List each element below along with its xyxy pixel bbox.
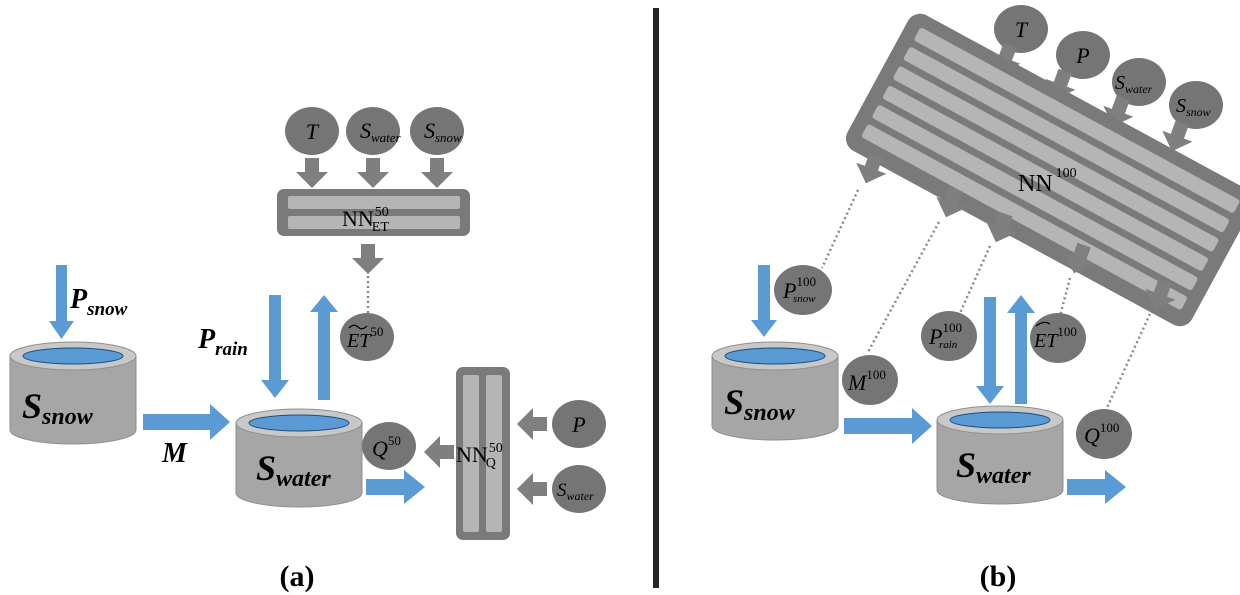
- input-arrow-icon: [421, 158, 453, 188]
- et-dotted-connector: [1058, 277, 1072, 317]
- svg-text:ET100: ET100: [1033, 324, 1077, 352]
- prain-flux-label: Prain: [197, 324, 248, 360]
- et-flux-arrow: [1007, 295, 1035, 404]
- input-arrow-icon: [296, 158, 328, 188]
- snow-tank-label: Ssnow: [22, 386, 94, 430]
- panel-a-caption: (a): [280, 560, 315, 593]
- svg-text:Q100: Q100: [1084, 420, 1119, 448]
- et-flux-arrow: [310, 295, 338, 400]
- svg-text:M100: M100: [847, 367, 886, 395]
- panel-a: Psnow Ssnow M Prain Swater: [9, 107, 606, 593]
- water-tank-label: Swater: [256, 448, 331, 492]
- q-input-node-swater: Swater: [552, 465, 606, 513]
- nn-et-output-arrow-icon: [352, 244, 384, 274]
- snow-tank-label: Ssnow: [724, 382, 796, 426]
- et-output-node: ET50: [340, 313, 394, 361]
- q-output-node: Q50: [362, 422, 416, 470]
- input-node-ssnow: Ssnow: [410, 107, 464, 155]
- psnow-flux-label: Psnow: [69, 284, 128, 320]
- svg-text:T: T: [306, 119, 320, 144]
- nn-100-block: [845, 13, 1240, 327]
- psnow-flux-arrow: [751, 265, 777, 337]
- melt-flux-label: M: [161, 438, 188, 469]
- prain-dotted-connector: [958, 245, 992, 314]
- melt-flux-arrow: [143, 404, 230, 440]
- input-node-t: T: [285, 107, 339, 155]
- snow-tank: Ssnow: [9, 341, 137, 445]
- et-output-node: ET100: [1030, 313, 1086, 363]
- q-input-node-p: P: [552, 400, 606, 448]
- discharge-flow-arrow: [1067, 470, 1126, 504]
- svg-text:P: P: [571, 412, 585, 437]
- svg-text:Swater: Swater: [557, 480, 594, 503]
- prain-flux-arrow: [976, 297, 1004, 404]
- svg-text:ET50: ET50: [346, 324, 383, 352]
- prain-flux-arrow: [261, 295, 289, 398]
- q-input-arrow-icon: [517, 473, 547, 505]
- q-output-node: Q100: [1076, 409, 1132, 459]
- psnow-dotted-connector: [820, 189, 860, 269]
- svg-text:P: P: [1075, 43, 1089, 68]
- input-node-swater: Swater: [1112, 58, 1166, 106]
- svg-text:Q50: Q50: [372, 433, 401, 461]
- q-dotted-connector: [1104, 313, 1152, 411]
- melt-output-node: M100: [842, 355, 898, 405]
- svg-text:T: T: [1015, 17, 1029, 42]
- input-node-p: P: [1056, 31, 1110, 79]
- panel-b-caption: (b): [980, 560, 1017, 593]
- q-input-arrow-icon: [517, 408, 547, 440]
- snow-tank: Ssnow: [711, 341, 839, 441]
- water-tank: Swater: [235, 408, 363, 508]
- input-node-swater: Swater: [346, 107, 402, 155]
- water-tank: Swater: [936, 405, 1064, 505]
- melt-flux-arrow: [844, 408, 932, 444]
- input-node-ssnow: Ssnow: [1169, 81, 1223, 129]
- svg-text:Ssnow: Ssnow: [424, 118, 462, 145]
- panel-b: T P Swater Ssnow: [711, 5, 1240, 593]
- nn-q-output-arrow-icon: [424, 436, 454, 468]
- panel-divider: [653, 8, 659, 588]
- svg-text:Ssnow: Ssnow: [1176, 95, 1211, 119]
- svg-text:Swater: Swater: [360, 118, 402, 145]
- input-node-t: T: [994, 5, 1048, 53]
- svg-text:Swater: Swater: [1115, 72, 1153, 96]
- water-tank-label: Swater: [956, 445, 1031, 489]
- discharge-flow-arrow: [366, 470, 425, 504]
- input-arrow-icon: [357, 158, 389, 188]
- psnow-flux-arrow: [49, 265, 74, 339]
